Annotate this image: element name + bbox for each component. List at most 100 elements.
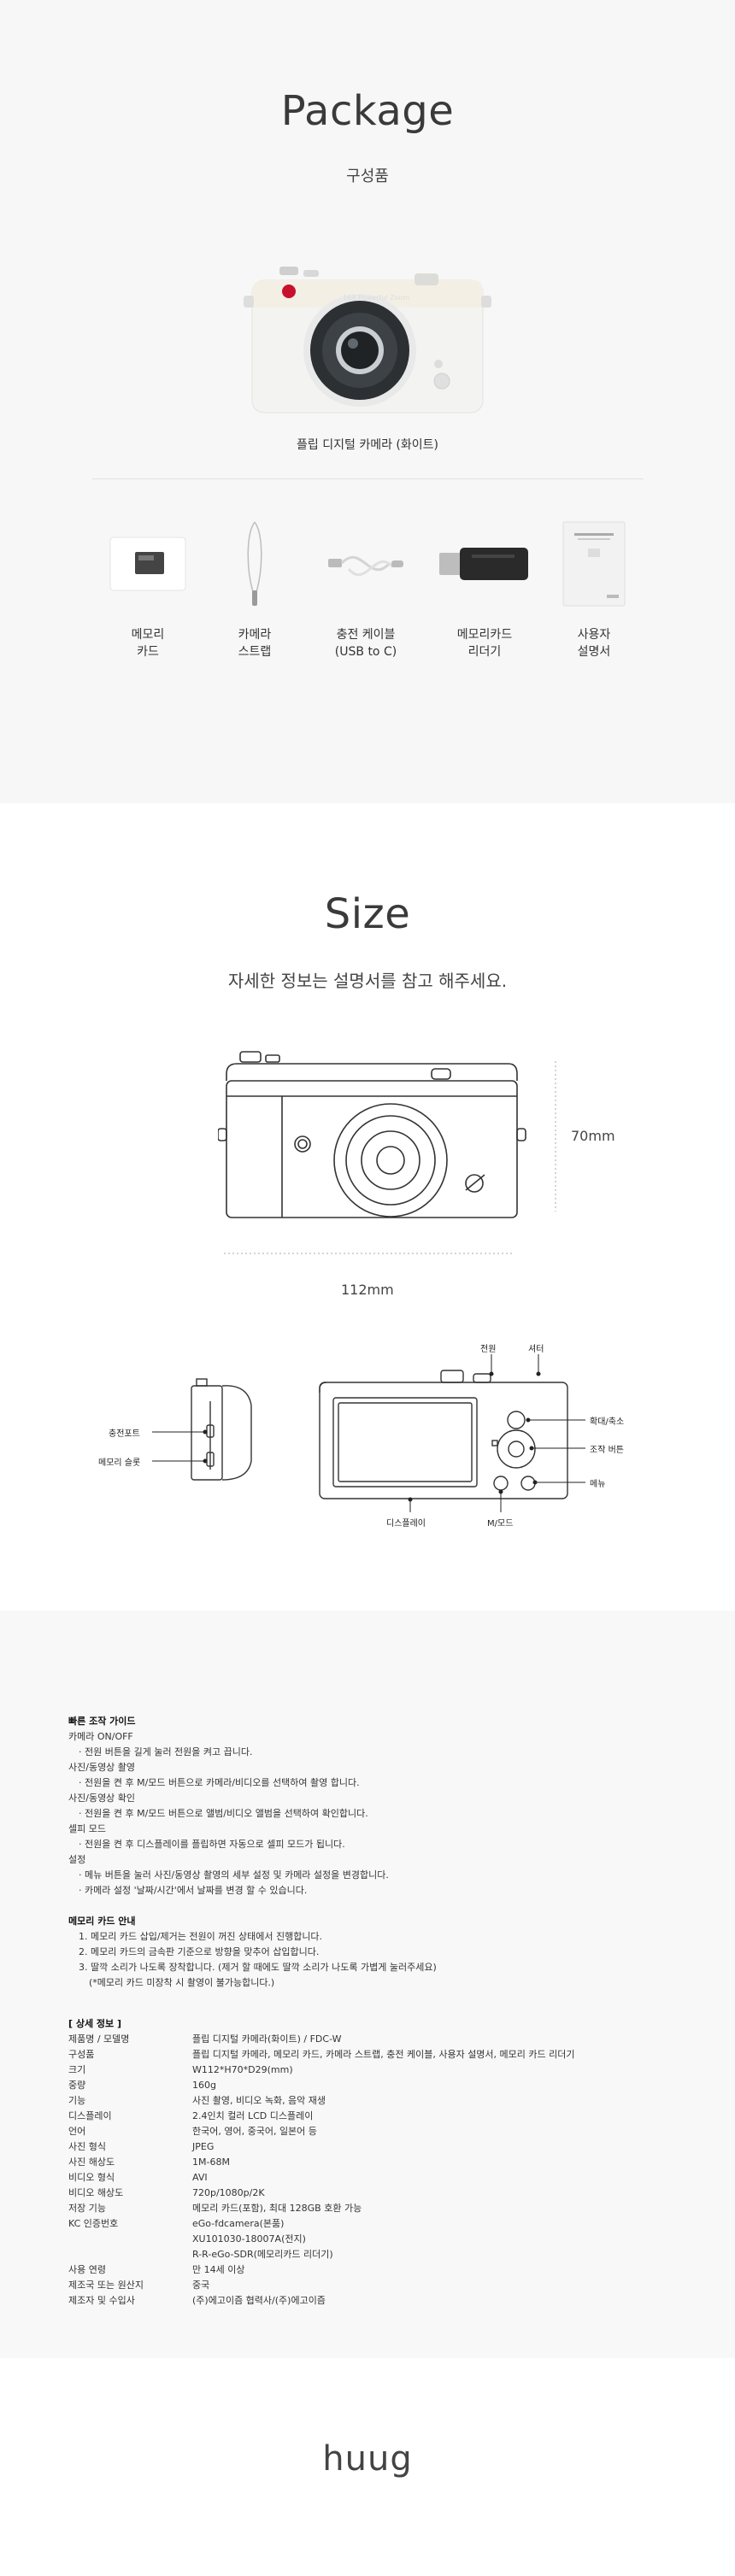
size-subtitle: 자세한 정보는 설명서를 참고 해주세요. xyxy=(227,971,508,991)
spec-value: (주)에고이즘 협력사/(주)에고이즘 xyxy=(192,2295,326,2306)
spec-value: eGo-fdcamera(본품) xyxy=(192,2218,285,2229)
spec-key: 사진 형식 xyxy=(68,2141,106,2152)
spec-row: 사진 해상도 1M-68M xyxy=(68,2155,667,2170)
height-label: 70mm xyxy=(571,1128,615,1144)
product-caption: 플립 디지털 카메라 (화이트) xyxy=(297,438,438,452)
cable-icon xyxy=(328,555,403,577)
spec-value: W112*H70*D29(mm) xyxy=(192,2064,293,2075)
spec-row: 사용 연령 만 14세 이상 xyxy=(68,2262,667,2278)
spec-row: 중량 160g xyxy=(68,2078,667,2093)
guide-head: 설정 xyxy=(68,1854,86,1865)
spec-key: KC 인증번호 xyxy=(68,2218,119,2229)
spec-value: 중국 xyxy=(192,2280,210,2291)
spec-value: 한국어, 영어, 중국어, 일본어 등 xyxy=(192,2126,317,2137)
guide-title: 빠른 조작 가이드 xyxy=(68,1716,136,1727)
guide-bullet: · 전원을 켠 후 디스플레이를 플립하면 자동으로 셀피 모드가 됩니다. xyxy=(79,1839,345,1850)
spec-key: 언어 xyxy=(68,2126,86,2137)
specs-title: [ 상세 정보 ] xyxy=(68,2018,122,2029)
accessory-cable: 충전 케이블 (USB to C) xyxy=(319,517,413,660)
spec-key: 크기 xyxy=(68,2064,86,2075)
spec-value: 만 14세 이상 xyxy=(192,2264,245,2275)
spec-key: 사진 해상도 xyxy=(68,2156,115,2168)
spec-key: 저장 기능 xyxy=(68,2203,106,2214)
width-label: 112mm xyxy=(341,1282,394,1298)
spec-row: R-R-eGo-SDR(메모리카드 리더기) xyxy=(68,2247,667,2262)
spec-row: 비디오 해상도 720p/1080p/2K xyxy=(68,2186,667,2201)
callout-lines xyxy=(152,1354,585,1512)
footer: huug xyxy=(0,2358,735,2576)
memory-item: 3. 딸깍 소리가 나도록 장착합니다. (제거 할 때에도 딸깍 소리가 나도… xyxy=(79,1962,437,1973)
accessory-label: 메모리카드 리더기 xyxy=(456,628,513,659)
spec-row: XU101030-18007A(전지) xyxy=(68,2232,667,2247)
callout-shutter: 셔터 xyxy=(528,1345,544,1354)
accessory-label: 메모리 카드 xyxy=(131,628,165,659)
package-subtitle: 구성품 xyxy=(346,167,389,185)
accessory-memory-card: 메모리 카드 xyxy=(101,517,195,660)
lens-text: 16X Powerful Zoom xyxy=(343,294,410,302)
spec-key: 기능 xyxy=(68,2095,86,2106)
camera-product-image xyxy=(244,267,491,414)
spec-key: 디스플레이 xyxy=(68,2110,112,2121)
info-section: 빠른 조작 가이드 카메라 ON/OFF · 전원 버튼을 길게 눌러 전원을 … xyxy=(0,1611,735,2358)
guide-head: 카메라 ON/OFF xyxy=(68,1731,133,1742)
callout-display: 디스플레이 xyxy=(386,1519,426,1529)
spec-value: 메모리 카드(포함), 최대 128GB 호환 가능 xyxy=(192,2203,362,2214)
size-title: Size xyxy=(324,890,411,938)
guide-head: 사진/동영상 촬영 xyxy=(68,1762,136,1773)
package-title: Package xyxy=(280,87,455,135)
accessory-label: 카메라 스트랩 xyxy=(238,628,272,659)
guide-bullet: · 메뉴 버튼을 눌러 사진/동영상 촬영의 세부 설정 및 카메라 설정을 변… xyxy=(79,1869,389,1881)
spec-value: 플립 디지털 카메라, 메모리 카드, 카메라 스트랩, 충전 케이블, 사용자… xyxy=(192,2049,575,2060)
card-reader-icon xyxy=(439,548,528,580)
callout-charge-port: 충전포트 xyxy=(109,1429,140,1439)
guide-head: 사진/동영상 확인 xyxy=(68,1793,136,1804)
spec-row: 제조자 및 수입사(주)에고이즘 협력사/(주)에고이즘 xyxy=(68,2293,667,2309)
package-section: Package 구성품 16X Powerful Zoom 플립 디지털 카메라… xyxy=(0,0,735,803)
accessory-label: 충전 케이블 (USB to C) xyxy=(334,628,397,659)
manual-icon xyxy=(562,521,626,607)
callout-menu: 메뉴 xyxy=(590,1480,606,1489)
accessory-label: 사용자 설명서 xyxy=(577,628,611,659)
guide-bullet: · 전원을 켠 후 M/모드 버튼으로 앨범/비디오 앨범을 선택하여 확인합니… xyxy=(79,1808,368,1819)
spec-value: R-R-eGo-SDR(메모리카드 리더기) xyxy=(192,2249,333,2260)
accessory-card-reader: 메모리카드 리더기 xyxy=(438,517,532,660)
callout-memory-slot: 메모리 슬롯 xyxy=(98,1458,141,1468)
accessory-manual: 사용자 설명서 xyxy=(547,517,641,660)
quick-guide: 빠른 조작 가이드 카메라 ON/OFF · 전원 버튼을 길게 눌러 전원을 … xyxy=(68,1714,667,2309)
callout-mmode: M/모드 xyxy=(487,1519,514,1529)
memory-title: 메모리 카드 안내 xyxy=(68,1916,136,1927)
memory-card-icon xyxy=(109,537,186,591)
callout-control: 조작 버튼 xyxy=(590,1446,624,1455)
spec-key: 비디오 해상도 xyxy=(68,2187,124,2198)
strap-icon xyxy=(247,521,262,606)
spec-key: 사용 연령 xyxy=(68,2264,106,2275)
memory-note: (*메모리 카드 미장착 시 촬영이 불가능합니다.) xyxy=(89,1977,275,1988)
spec-row: 구성품 플립 디지털 카메라, 메모리 카드, 카메라 스트랩, 충전 케이블, … xyxy=(68,2047,667,2063)
brand-logo: huug xyxy=(322,2439,413,2479)
spec-key: 제조국 또는 원산지 xyxy=(68,2280,144,2291)
spec-key: 중량 xyxy=(68,2080,86,2091)
spec-value: 720p/1080p/2K xyxy=(192,2187,265,2198)
spec-value: 160g xyxy=(192,2080,216,2091)
camera-back-diagram xyxy=(319,1370,568,1499)
callout-power: 전원 xyxy=(480,1345,497,1354)
spec-value: JPEG xyxy=(192,2141,215,2152)
memory-item: 2. 메모리 카드의 금속판 기준으로 방향을 맞추어 삽입합니다. xyxy=(79,1946,320,1957)
spec-key: 구성품 xyxy=(68,2049,95,2060)
package-divider xyxy=(92,478,644,479)
accessory-strap: 카메라 스트랩 xyxy=(208,517,302,660)
spec-row: KC 인증번호 eGo-fdcamera(본품) xyxy=(68,2216,667,2232)
spec-row: 기능 사진 촬영, 비디오 녹화, 음악 재생 xyxy=(68,2093,667,2109)
spec-value: XU101030-18007A(전지) xyxy=(192,2233,306,2244)
spec-value: 1M-68M xyxy=(192,2156,230,2168)
camera-front-diagram xyxy=(218,1051,526,1218)
spec-row: 저장 기능 메모리 카드(포함), 최대 128GB 호환 가능 xyxy=(68,2201,667,2216)
spec-key: 제품명 / 모델명 xyxy=(68,2033,130,2045)
spec-value: 사진 촬영, 비디오 녹화, 음악 재생 xyxy=(192,2095,326,2106)
memory-item: 1. 메모리 카드 삽입/제거는 전원이 꺼진 상태에서 진행합니다. xyxy=(79,1931,323,1942)
size-section: Size 자세한 정보는 설명서를 참고 해주세요. 70mm 112mm xyxy=(0,803,735,1611)
